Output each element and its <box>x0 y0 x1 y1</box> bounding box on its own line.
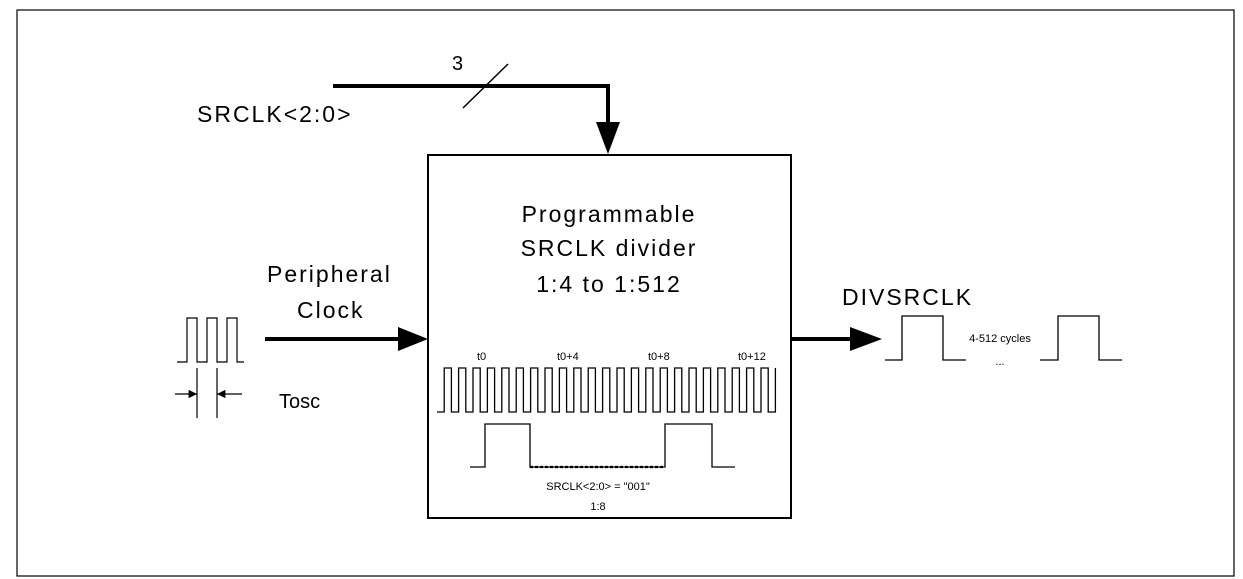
input-clock-waveform <box>177 317 244 363</box>
srclk-bus: 3 SRCLK<2:0> <box>197 53 620 154</box>
timing-label-t0-plus-12: t0+12 <box>738 351 766 363</box>
timing-label-t0-plus-4: t0+4 <box>557 351 579 363</box>
timing-label-t0-plus-8: t0+8 <box>648 351 670 363</box>
divider-box <box>427 154 792 519</box>
fast-clock-waveform <box>437 367 777 413</box>
divsrclk-label: DIVSRCLK <box>842 284 973 310</box>
tosc-label: Tosc <box>279 391 320 413</box>
peripheral-clock-label-line1: Peripheral <box>267 261 392 287</box>
bus-width-slash <box>462 63 509 109</box>
peripheral-clock-label-line2: Clock <box>297 297 365 323</box>
output-waveform-first-pulse <box>885 315 966 361</box>
output-clock: DIVSRCLK 4-512 cycles ... <box>791 284 1122 368</box>
input-arrowhead <box>398 327 428 351</box>
divider-title-line1: Programmable <box>522 201 697 227</box>
input-clock: Peripheral Clock Tosc <box>175 261 428 418</box>
bus-width-label: 3 <box>452 53 463 75</box>
divider-block: Programmable SRCLK divider 1:4 to 1:512 … <box>427 154 792 519</box>
output-waveform-second-pulse <box>1040 315 1122 361</box>
output-cycles-label: 4-512 cycles <box>969 333 1031 345</box>
setting-line2: 1:8 <box>590 501 605 513</box>
setting-line1: SRCLK<2:0> = "001" <box>546 481 650 493</box>
timing-label-t0: t0 <box>477 351 486 363</box>
output-arrowhead <box>850 327 882 351</box>
srclk-bus-label: SRCLK<2:0> <box>197 101 353 127</box>
divider-title-line2: SRCLK divider <box>521 235 698 261</box>
bus-line <box>333 84 610 122</box>
divider-title-line3: 1:4 to 1:512 <box>536 271 682 297</box>
output-ellipsis: ... <box>995 356 1004 368</box>
bus-arrowhead <box>596 122 620 154</box>
figure-frame <box>16 9 1235 577</box>
